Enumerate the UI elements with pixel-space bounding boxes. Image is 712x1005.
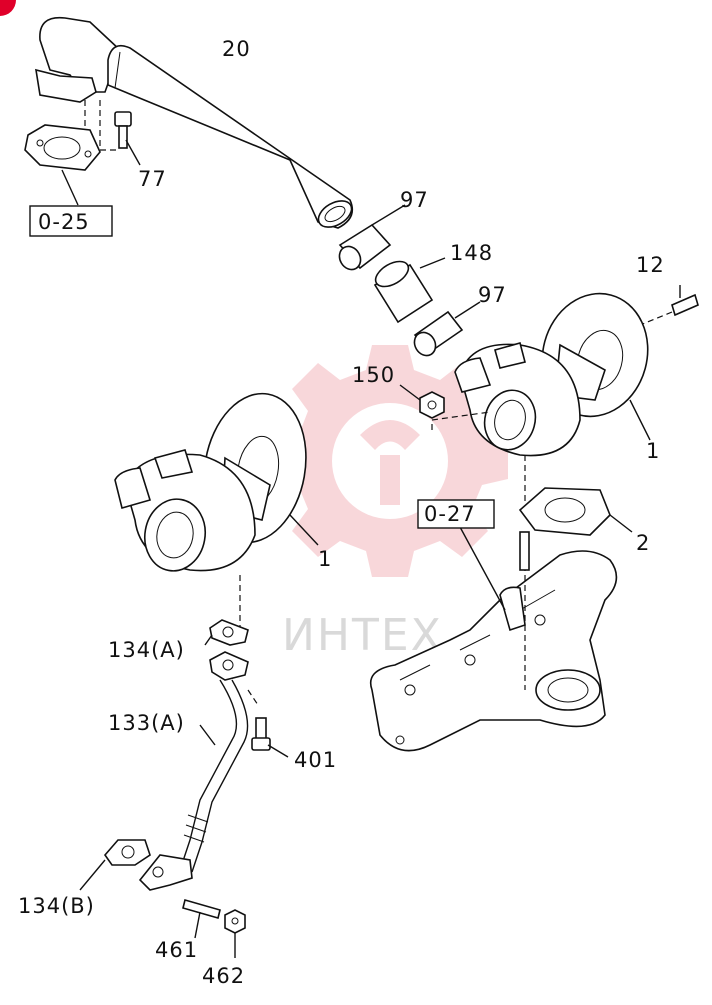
label-134b: 134(B) (18, 894, 95, 918)
label-461: 461 (155, 938, 198, 962)
label-2: 2 (636, 531, 650, 555)
gasket-134b (79, 839, 151, 891)
label-0-25: 0-25 (38, 210, 90, 234)
label-12: 12 (636, 253, 665, 277)
label-148: 148 (450, 241, 493, 265)
label-1-left: 1 (318, 547, 332, 571)
turbocharger-left (114, 392, 319, 630)
oil-pipe-133a (138, 651, 259, 891)
label-133a: 133(A) (108, 711, 185, 735)
bolt-401 (251, 717, 289, 758)
stud-12 (639, 285, 699, 326)
label-77: 77 (138, 167, 167, 191)
gasket-134a (204, 619, 249, 646)
turbocharger-right (431, 292, 651, 505)
gasket-0-25 (24, 124, 101, 206)
intake-pipe (35, 16, 354, 229)
label-1-right: 1 (646, 439, 660, 463)
watermark-text: ИНТЕХ (282, 610, 443, 661)
corner-marker (0, 0, 16, 16)
label-0-27: 0-27 (424, 502, 476, 526)
label-401: 401 (294, 748, 337, 772)
label-150: 150 (352, 363, 395, 387)
label-97-lower: 97 (478, 283, 507, 307)
clamp-97-lower (413, 301, 481, 357)
gasket-2 (518, 487, 633, 536)
leader-0-27 (459, 526, 506, 611)
stud-461 (182, 899, 221, 939)
ref-box-0-27 (417, 499, 495, 529)
clamp-97-upper (338, 204, 406, 271)
hose-148 (373, 257, 446, 324)
ref-box-0-25 (29, 205, 113, 237)
label-134a: 134(A) (108, 638, 185, 662)
nut-462 (224, 909, 246, 958)
exhaust-manifold (370, 531, 618, 752)
label-462: 462 (202, 964, 245, 988)
nut-150 (399, 384, 445, 419)
label-97-upper: 97 (400, 188, 429, 212)
label-20: 20 (222, 37, 251, 61)
bolt-77 (114, 111, 141, 166)
